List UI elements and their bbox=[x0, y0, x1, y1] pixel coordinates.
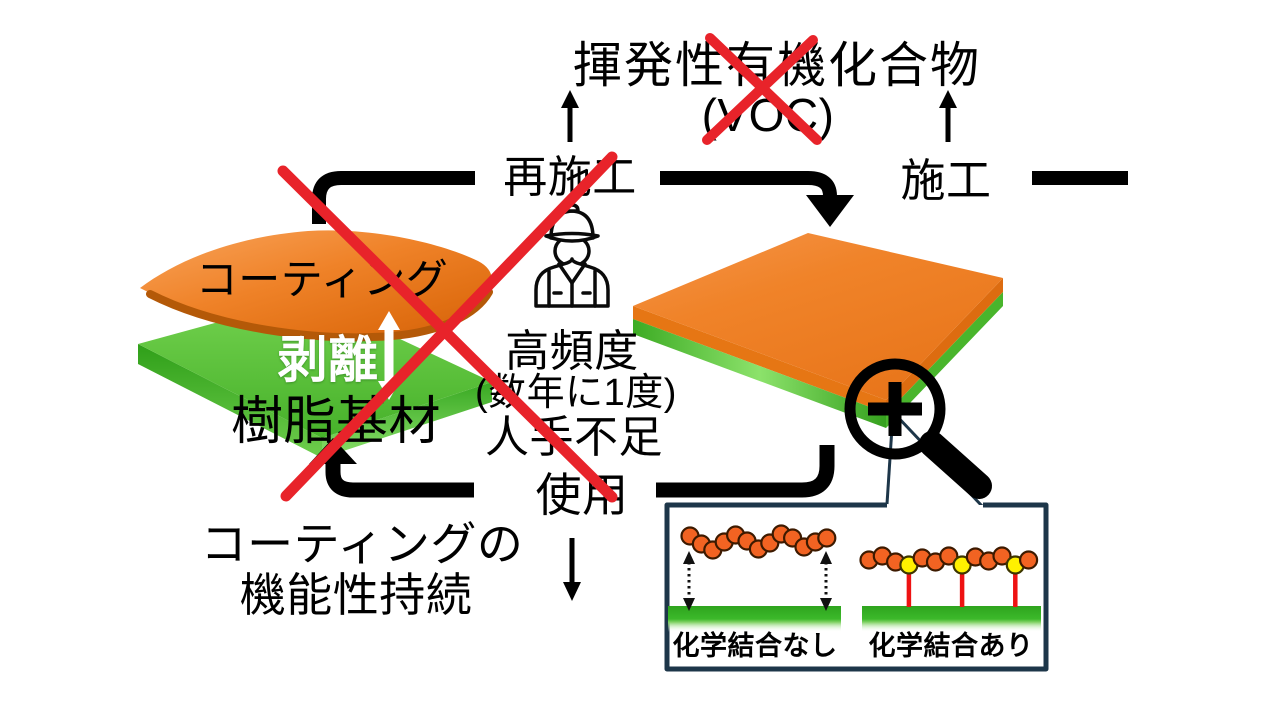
use-label: 使用 bbox=[535, 469, 629, 521]
substrate-label: 樹脂基材 bbox=[230, 393, 442, 451]
thin-arrows bbox=[561, 90, 957, 601]
apply-label: 施工 bbox=[900, 155, 992, 206]
frequency-label: 高頻度 bbox=[505, 327, 639, 376]
molecule bbox=[817, 528, 837, 548]
reapply-label: 再施工 bbox=[503, 153, 637, 202]
bond-label: 化学結合あり bbox=[868, 631, 1034, 661]
polymer-chain-unbonded bbox=[680, 524, 837, 560]
gap-arrow-icon bbox=[683, 551, 832, 611]
peel-label: 剥離 bbox=[277, 332, 379, 388]
bond-lines bbox=[906, 569, 1018, 607]
magnifier-icon bbox=[844, 358, 992, 499]
coated-slab-illustration bbox=[633, 233, 1003, 428]
coated-slab-side-left-green bbox=[633, 319, 886, 428]
coated-slab-top bbox=[633, 233, 1003, 400]
chemical-bond-inset bbox=[664, 502, 1049, 672]
magnifier-handle bbox=[919, 431, 992, 499]
plus-icon bbox=[868, 382, 922, 436]
molecule bbox=[1018, 550, 1039, 570]
bracket-top-left bbox=[312, 171, 475, 224]
coated-slab-side-right-green bbox=[886, 292, 1003, 428]
up-arrow-voc-right bbox=[939, 90, 957, 108]
substrate-side-left bbox=[138, 344, 322, 458]
coated-slab-side-left-orange bbox=[633, 306, 886, 413]
durability-caption-line1: コーティングの bbox=[200, 518, 524, 570]
bracket-bottom-left bbox=[325, 460, 474, 498]
bracket-bottom-right bbox=[656, 445, 835, 498]
inset-substrate-bar-right bbox=[862, 606, 1041, 632]
down-arrowhead-apply bbox=[806, 195, 854, 227]
molecule bbox=[992, 546, 1012, 566]
voc-title: 揮発性有機化合物 bbox=[572, 39, 982, 93]
inset-substrate-bar-left bbox=[668, 606, 841, 632]
magnifier-lens bbox=[844, 358, 946, 460]
worker-icon bbox=[534, 203, 610, 308]
coating-label: コーティング bbox=[195, 256, 449, 303]
voc-abbr: (VOC) bbox=[701, 89, 835, 141]
durability-caption-line2: 機能性持続 bbox=[239, 569, 473, 621]
frequency-note: (数年に1度) bbox=[475, 372, 677, 414]
labor-label: 人手不足 bbox=[485, 413, 663, 462]
coated-slab-side-right-orange bbox=[886, 278, 1003, 414]
molecule bbox=[939, 546, 959, 566]
polymer-chain-bonded bbox=[859, 546, 1039, 575]
no-bond-label: 化学結合なし bbox=[672, 631, 838, 661]
up-arrow-voc-left bbox=[561, 90, 579, 108]
down-arrow-use bbox=[563, 582, 581, 601]
bracket-top-center bbox=[660, 171, 837, 197]
